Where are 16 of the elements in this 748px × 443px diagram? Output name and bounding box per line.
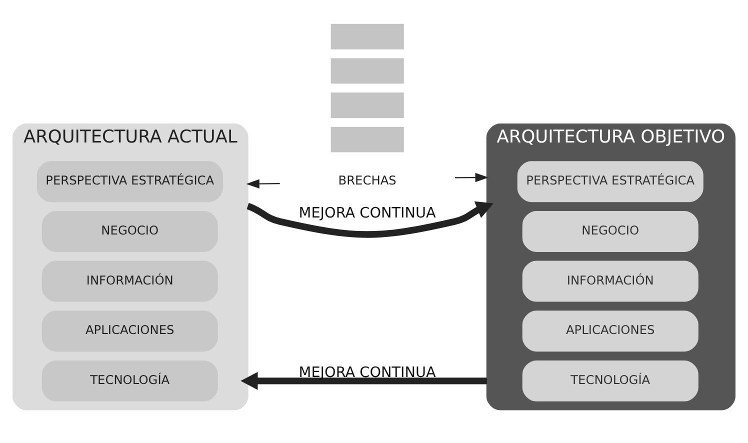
node-box: INFORMACIÓN xyxy=(522,260,698,302)
node-box xyxy=(330,92,404,118)
edge-label: MEJORA CONTINUA xyxy=(298,364,436,381)
arrow xyxy=(246,179,280,189)
arrow xyxy=(455,172,489,182)
node-box: NEGOCIO xyxy=(522,210,698,252)
node-box xyxy=(330,24,404,50)
node-box xyxy=(330,58,404,84)
arrow xyxy=(246,201,494,238)
arrow xyxy=(240,372,487,390)
edge-label: MEJORA CONTINUA xyxy=(298,206,436,222)
node-box: TECNOLOGÍA xyxy=(522,360,698,402)
node-box xyxy=(330,126,404,152)
node-text: BRECHAS xyxy=(338,174,396,188)
node-box: APLICACIONES xyxy=(522,310,698,352)
node-box: PERSPECTIVA ESTRATÉGICA xyxy=(517,161,704,202)
